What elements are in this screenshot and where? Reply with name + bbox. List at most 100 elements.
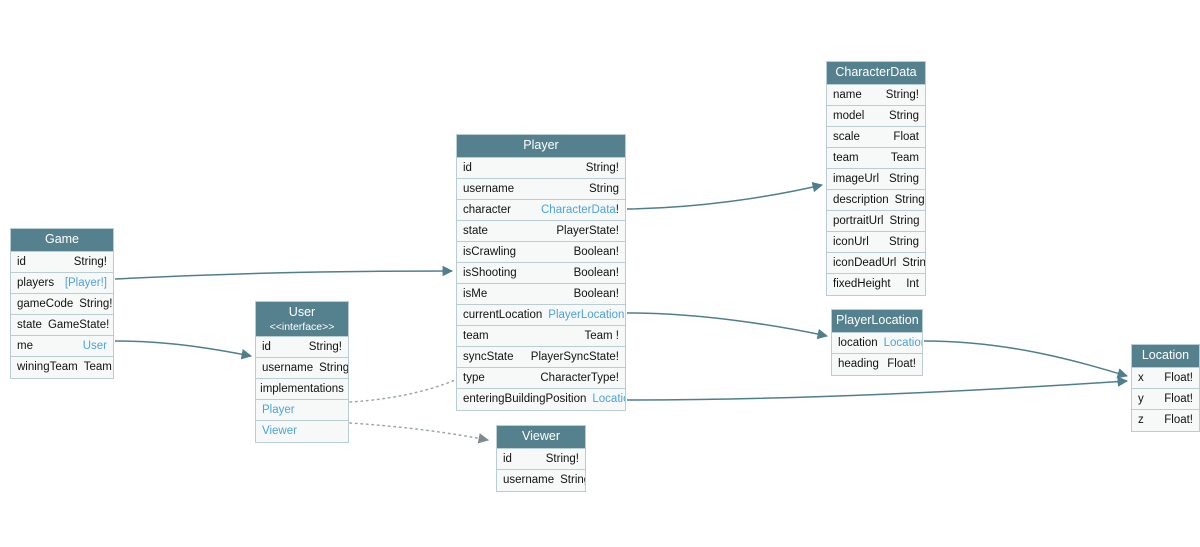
entity-player[interactable]: Player id String! username String charac…: [456, 134, 626, 411]
field-type[interactable]: CharacterData!: [535, 204, 619, 216]
field-row[interactable]: me User: [11, 335, 113, 357]
field-row[interactable]: isMe Boolean!: [457, 283, 625, 305]
field-name: z: [1138, 414, 1144, 427]
field-row[interactable]: model String: [827, 105, 925, 127]
field-type[interactable]: [Player!]: [64, 276, 107, 289]
field-row[interactable]: isShooting Boolean!: [457, 262, 625, 284]
field-name: enteringBuildingPosition: [463, 393, 587, 406]
implementation-name: Viewer: [262, 425, 297, 438]
field-type[interactable]: Location: [592, 393, 625, 406]
field-name: y: [1138, 392, 1144, 405]
field-name: name: [833, 88, 862, 101]
field-type: Team: [83, 361, 112, 374]
field-type[interactable]: PlayerLocation!: [542, 309, 625, 321]
field-type-bang: !: [615, 203, 619, 216]
entity-user-stereotype: <<interface>>: [269, 320, 335, 333]
field-row[interactable]: x Float!: [1132, 367, 1199, 389]
field-name: syncState: [463, 350, 514, 363]
edge-player-enteringbuildingposition-to-location: [626, 376, 1129, 401]
field-row[interactable]: currentLocation PlayerLocation!: [457, 304, 625, 326]
entity-game-title: Game: [11, 229, 113, 252]
field-row[interactable]: scale Float: [827, 126, 925, 148]
field-type: Boolean!: [573, 287, 619, 300]
entity-game[interactable]: Game id String! players [Player!] gameCo…: [10, 228, 114, 379]
field-type: String!: [79, 297, 113, 310]
field-name: scale: [833, 130, 860, 143]
field-name: team: [833, 151, 859, 164]
field-row[interactable]: id String!: [11, 251, 113, 273]
field-row[interactable]: iconUrl String: [827, 231, 925, 253]
edge-game-players-to-player: [114, 265, 454, 280]
entity-viewer-title: Viewer: [497, 426, 585, 449]
field-row[interactable]: location Location!: [832, 332, 922, 354]
field-row[interactable]: z Float!: [1132, 409, 1199, 431]
field-type: String!: [545, 452, 579, 465]
field-row[interactable]: username String: [457, 178, 625, 200]
field-row[interactable]: state GameState!: [11, 314, 113, 336]
field-type[interactable]: User: [82, 339, 107, 352]
field-row[interactable]: username String: [497, 469, 585, 491]
entity-viewer[interactable]: Viewer id String! username String: [496, 425, 586, 492]
field-row[interactable]: type CharacterType!: [457, 367, 625, 389]
field-type: Boolean!: [573, 245, 619, 258]
field-type: String: [888, 109, 919, 122]
field-name: id: [463, 161, 472, 174]
entity-playerlocation[interactable]: PlayerLocation location Location! headin…: [831, 309, 923, 376]
edge-user-implements-viewer: [349, 422, 490, 444]
entity-location[interactable]: Location x Float! y Float! z Float!: [1131, 344, 1200, 432]
field-name: players: [17, 276, 55, 289]
field-row[interactable]: gameCode String!: [11, 293, 113, 315]
field-row[interactable]: enteringBuildingPosition Location: [457, 388, 625, 410]
field-type: String: [902, 256, 925, 269]
field-row[interactable]: winingTeam Team: [11, 356, 113, 378]
field-row[interactable]: team Team: [827, 147, 925, 169]
implementations-header: implementations: [256, 378, 348, 400]
implementation-viewer[interactable]: Viewer: [256, 420, 348, 442]
field-name: id: [17, 255, 26, 268]
field-row[interactable]: imageUrl String: [827, 168, 925, 190]
field-row[interactable]: id String!: [256, 336, 348, 358]
field-row[interactable]: fixedHeight Int: [827, 273, 925, 295]
field-row[interactable]: y Float!: [1132, 388, 1199, 410]
edge-game-me-to-user: [114, 340, 253, 360]
field-row[interactable]: state PlayerState!: [457, 220, 625, 242]
field-name: isShooting: [463, 266, 517, 279]
field-row[interactable]: syncState PlayerSyncState!: [457, 346, 625, 368]
field-name: heading: [838, 358, 879, 371]
field-row[interactable]: description String: [827, 189, 925, 211]
entity-user-name: User: [288, 305, 316, 319]
field-name: id: [262, 340, 271, 353]
field-name: fixedHeight: [833, 278, 891, 291]
field-name: id: [503, 452, 512, 465]
field-type[interactable]: Location!: [878, 337, 922, 349]
field-row[interactable]: id String!: [497, 448, 585, 470]
implementations-label: implementations: [260, 382, 344, 395]
implementation-player[interactable]: Player: [256, 399, 348, 421]
field-type: String: [894, 193, 925, 206]
field-row[interactable]: team Team !: [457, 325, 625, 347]
field-row[interactable]: isCrawling Boolean!: [457, 241, 625, 263]
field-row[interactable]: players [Player!]: [11, 272, 113, 294]
field-type: String!: [308, 340, 342, 353]
field-row[interactable]: iconDeadUrl String: [827, 252, 925, 274]
field-type: String: [888, 235, 919, 248]
field-name: portraitUrl: [833, 214, 884, 227]
field-row[interactable]: portraitUrl String: [827, 210, 925, 232]
field-name: type: [463, 371, 485, 384]
field-row[interactable]: heading Float!: [832, 353, 922, 375]
entity-user[interactable]: User <<interface>> id String! username S…: [255, 301, 349, 443]
field-row[interactable]: id String!: [457, 157, 625, 179]
field-type: Float!: [1164, 392, 1193, 405]
field-type: String!: [885, 88, 919, 101]
entity-characterdata[interactable]: CharacterData name String! model String …: [826, 61, 926, 296]
field-type: Float!: [1164, 414, 1193, 427]
field-type: String: [588, 182, 619, 195]
entity-player-title: Player: [457, 135, 625, 158]
field-name: model: [833, 109, 865, 122]
field-row[interactable]: name String!: [827, 84, 925, 106]
field-name: description: [833, 193, 889, 206]
field-row[interactable]: username String: [256, 357, 348, 379]
field-row[interactable]: character CharacterData!: [457, 199, 625, 221]
field-type: Float!: [887, 358, 916, 371]
